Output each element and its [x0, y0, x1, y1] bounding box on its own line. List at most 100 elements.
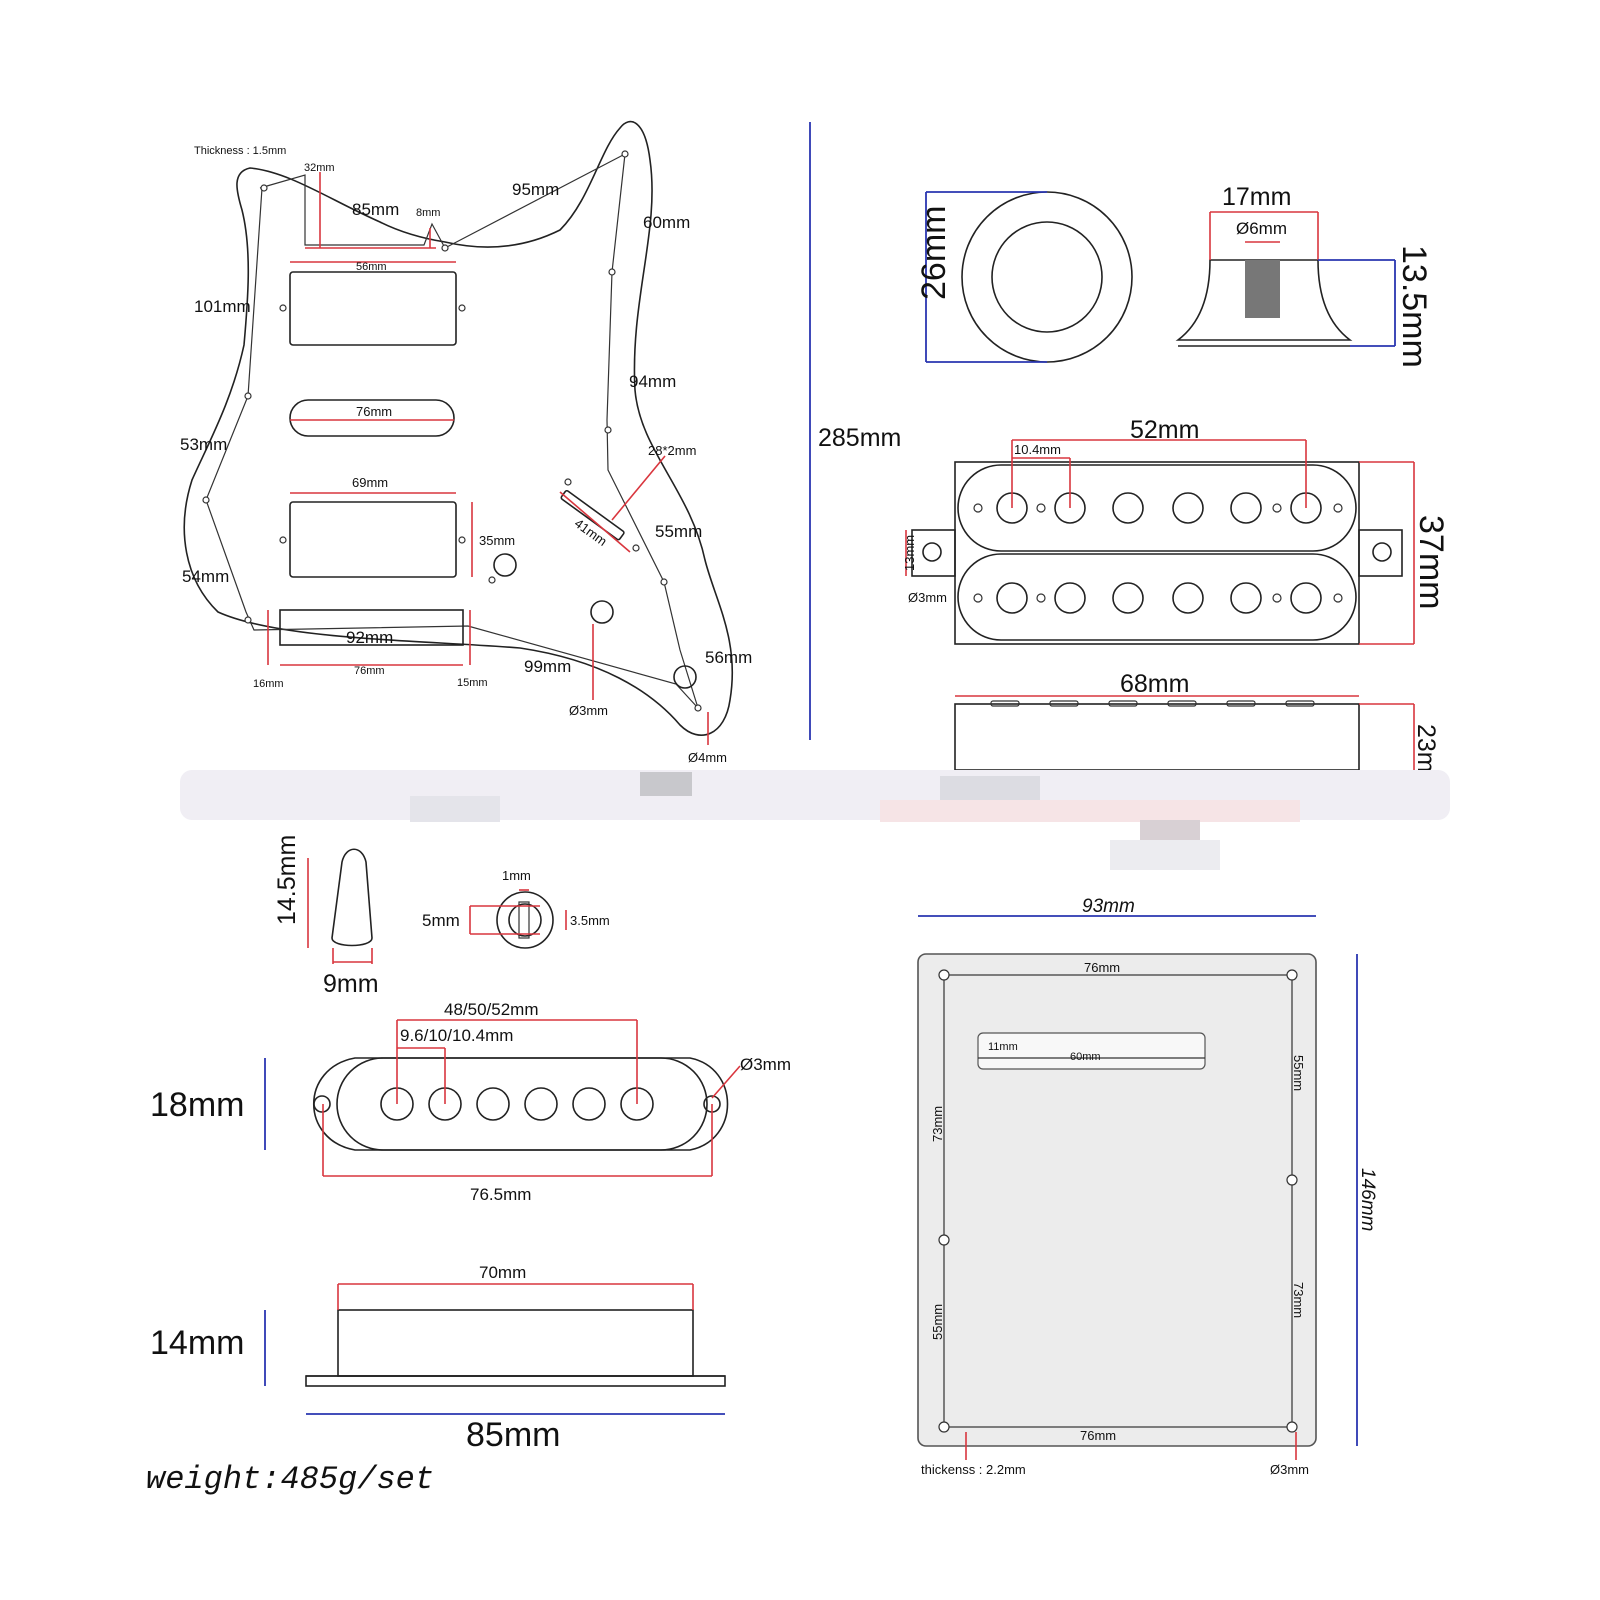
bp-60-label: 60mm [1070, 1051, 1101, 1063]
hb-52-label: 52mm [1130, 416, 1199, 444]
pot-hole-1 [493, 553, 517, 577]
knob-drawing: 26mm 17mm Ø6mm 13.5mm [915, 183, 1433, 368]
pg-92-label: 92mm [346, 628, 393, 647]
sc-76-5-label: 76.5mm [470, 1185, 531, 1204]
single-coil-poles [380, 1087, 654, 1121]
control-route [279, 609, 464, 646]
bp-55a-label: 55mm [1291, 1055, 1306, 1091]
pg-76b-label: 76mm [354, 665, 385, 677]
back-plate-inner [943, 974, 1293, 1428]
pg-3-label: Ø3mm [569, 703, 608, 718]
bp-76b-label: 76mm [1080, 1428, 1116, 1443]
pickguard-screw-holes [202, 150, 702, 712]
neck-humbucker-route [289, 271, 457, 346]
single-coil-base [312, 1057, 729, 1151]
tip-5-label: 5mm [422, 911, 460, 930]
pg-53-label: 53mm [180, 435, 227, 454]
sc-pole-label: 9.6/10/10.4mm [400, 1026, 513, 1045]
knob-6-label: Ø6mm [1236, 219, 1287, 238]
tip-9-label: 9mm [323, 970, 379, 998]
pg-101-label: 101mm [194, 297, 251, 316]
pg-69-label: 69mm [352, 475, 388, 490]
pg-4-label: Ø4mm [688, 750, 727, 765]
bp-73b-label: 73mm [1291, 1282, 1306, 1318]
humbucker-frame [954, 461, 1360, 645]
humbucker-tab-right [1358, 529, 1403, 577]
switch-tip-drawing: 14.5mm 9mm 1mm 5mm 3.5mm [273, 835, 610, 998]
humbucker-tab-left [911, 529, 956, 577]
pg-56-label: 56mm [356, 261, 387, 273]
tip-1-label: 1mm [502, 868, 531, 883]
single-coil-side [337, 1309, 694, 1377]
sc-14-label: 14mm [150, 1324, 244, 1362]
pg-99-label: 99mm [524, 657, 571, 676]
pg-15-label: 15mm [457, 677, 488, 689]
bp-11-label: 11mm [988, 1041, 1018, 1053]
height-dimension: 285mm [809, 122, 901, 740]
bp-55b-label: 55mm [930, 1304, 945, 1340]
knob-top-outer [961, 191, 1133, 363]
sc-70-label: 70mm [479, 1263, 526, 1282]
hb-23-label: 23m [1412, 724, 1440, 773]
pickguard-inner-line [205, 152, 699, 709]
hb-68-label: 68mm [1120, 670, 1189, 698]
bp-76a-label: 76mm [1084, 960, 1120, 975]
pg-32-label: 32mm [304, 162, 335, 174]
humbucker-coil-top [957, 464, 1357, 552]
washer-outer [496, 891, 554, 949]
sc-spacing-label: 48/50/52mm [444, 1000, 539, 1019]
pg-thickness-label: Thickness : 1.5mm [194, 145, 286, 157]
pg-94-label: 94mm [629, 372, 676, 391]
washer-inner [508, 903, 542, 937]
single-coil-drawing: 48/50/52mm 9.6/10/10.4mm Ø3mm 18mm 76.5m… [150, 1000, 791, 1454]
back-plate [917, 953, 1317, 1447]
pot-hole-2 [590, 600, 614, 624]
pg-35-label: 35mm [479, 533, 515, 548]
back-plate-holes [938, 969, 1298, 1433]
pot-hole-3 [673, 665, 697, 689]
back-plate-drawing: 93mm 76mm 11mm 60mm 55mm 73mm 146mm 73mm… [917, 896, 1378, 1477]
bridge-humbucker-route [289, 501, 457, 578]
sc-hole-label: Ø3mm [740, 1055, 791, 1074]
hb-37-label: 37mm [1412, 515, 1450, 609]
weight-label: weight:485g/set [146, 1461, 434, 1498]
pg-8-label: 8mm [416, 207, 440, 219]
bp-73a-label: 73mm [930, 1106, 945, 1142]
pg-60-label: 60mm [643, 213, 690, 232]
single-coil-base-plate [305, 1375, 726, 1387]
height-total-label: 285mm [818, 424, 901, 452]
pickguard-outline [183, 120, 734, 736]
tip-14-5-label: 14.5mm [273, 835, 301, 925]
knob-13-5-label: 13.5mm [1395, 245, 1433, 368]
knob-top-inner [991, 221, 1103, 333]
switch-tip-shape [331, 848, 373, 947]
knob-side-profile [1175, 259, 1353, 341]
middle-single-route [289, 399, 455, 437]
pg-55-label: 55mm [655, 522, 702, 541]
bp-146-label: 146mm [1357, 1168, 1378, 1231]
knob-17-label: 17mm [1222, 183, 1291, 211]
sc-18-label: 18mm [150, 1086, 244, 1124]
pg-16-label: 16mm [253, 678, 284, 690]
pg-54-label: 54mm [182, 567, 229, 586]
knob-26-label: 26mm [915, 206, 953, 300]
humbucker-side [954, 703, 1360, 771]
bp-thickness-label: thickenss : 2.2mm [921, 1462, 1026, 1477]
single-coil-cover [336, 1057, 708, 1151]
pg-95-label: 95mm [512, 180, 559, 199]
hb-3-label: Ø3mm [908, 590, 947, 605]
bp-93-label: 93mm [1082, 896, 1135, 917]
hb-13-label: 13mm [902, 535, 917, 571]
humbucker-drawing: 52mm 10.4mm 37mm 13mm Ø3mm 68mm 23m [902, 416, 1450, 773]
back-plate-slot [977, 1032, 1206, 1070]
pg-85-label: 85mm [352, 200, 399, 219]
pickguard-drawing: Thickness : 1.5mm 32mm 85mm 8mm 95mm 60m… [180, 120, 752, 765]
humbucker-coil-bottom [957, 553, 1357, 641]
tip-3-5-label: 3.5mm [570, 913, 610, 928]
pg-28x2-label: 28*2mm [648, 443, 696, 458]
humbucker-side-poles [990, 700, 1315, 707]
bp-hole-label: Ø3mm [1270, 1462, 1309, 1477]
humbucker-poles [973, 492, 1343, 614]
sc-85-label: 85mm [466, 1416, 560, 1454]
pg-76a-label: 76mm [356, 404, 392, 419]
